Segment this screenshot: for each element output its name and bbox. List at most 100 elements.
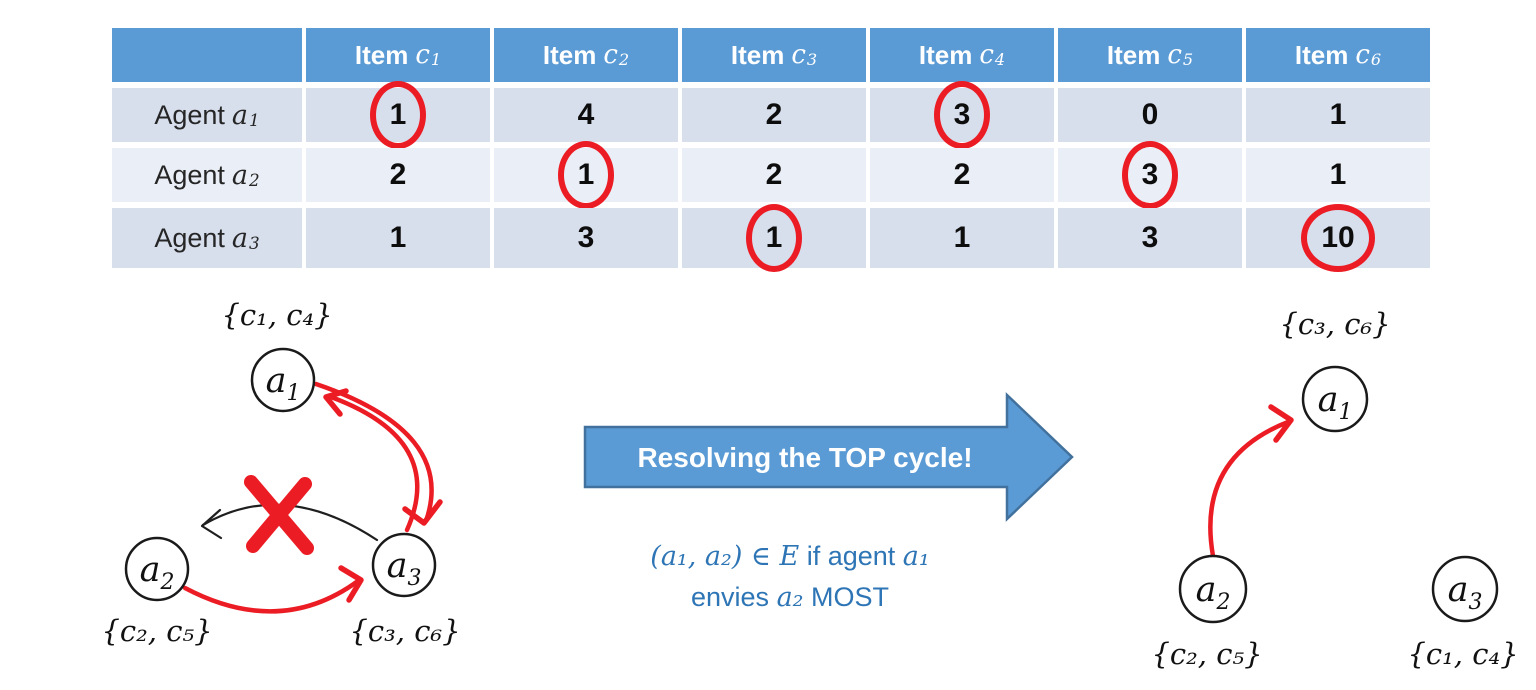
label-part: c bbox=[1355, 40, 1370, 70]
alloc-label-a2: {c₂, c₅} bbox=[1151, 637, 1262, 671]
node-a1-label: a1 bbox=[266, 361, 301, 406]
node-a3-label: a3 bbox=[1448, 570, 1483, 615]
cell-value: 1 bbox=[765, 221, 783, 254]
node-a3 bbox=[1431, 555, 1499, 623]
value-cell-circled: 3 bbox=[1058, 148, 1242, 202]
node-a3-label: a3 bbox=[387, 546, 422, 591]
banner-label: Resolving the TOP cycle! bbox=[637, 442, 972, 473]
envy-graph-after: a1 a2 a3 {c₃, c₆} {c₂, c₅} {c₁, c₄} bbox=[1151, 307, 1518, 671]
cell-value: 4 bbox=[577, 98, 595, 131]
value-cell-circled: 3 bbox=[870, 88, 1054, 142]
edge-a3-a1 bbox=[328, 394, 420, 533]
note-math-a1: a₁ bbox=[902, 541, 930, 572]
value-cell: 0 bbox=[1058, 88, 1242, 142]
cell-value: 1 bbox=[389, 221, 407, 254]
label-part: 1 bbox=[249, 110, 260, 131]
value-cell-circled: 1 bbox=[682, 208, 866, 268]
value-cell: 1 bbox=[870, 208, 1054, 268]
label-part: Item bbox=[1106, 39, 1161, 70]
crossed-out-x-icon bbox=[244, 475, 314, 555]
note-text-3: MOST bbox=[803, 582, 889, 612]
node-a2 bbox=[124, 536, 190, 602]
label-part: Item bbox=[542, 39, 597, 70]
cell-value: 2 bbox=[389, 158, 407, 191]
label-part: a bbox=[231, 159, 248, 191]
label-part: Agent bbox=[154, 99, 225, 130]
label-part: Item bbox=[1294, 39, 1349, 70]
alloc-label-a3: {c₃, c₆} bbox=[349, 614, 460, 648]
label-part: c bbox=[979, 40, 994, 70]
label-part: 3 bbox=[249, 233, 260, 254]
value-cell: 4 bbox=[494, 88, 678, 142]
edge-a2-a3 bbox=[182, 578, 361, 614]
edge-a3-a2-arrowhead bbox=[200, 508, 223, 540]
value-cell: 2 bbox=[682, 148, 866, 202]
value-cell: 3 bbox=[494, 208, 678, 268]
label-part: 2 bbox=[618, 50, 630, 70]
cell-value: 3 bbox=[1141, 158, 1159, 191]
label-part: Agent bbox=[154, 159, 225, 190]
node-a1 bbox=[1301, 365, 1369, 433]
node-a1-label: a1 bbox=[1318, 380, 1353, 425]
value-cell: 1 bbox=[1246, 88, 1430, 142]
cell-value: 2 bbox=[953, 158, 971, 191]
note-math-pair: (a₁, a₂) ∈ E bbox=[650, 541, 800, 572]
label-part: a bbox=[231, 99, 248, 131]
cell-value: 1 bbox=[1329, 98, 1347, 131]
label-part: 1 bbox=[430, 50, 442, 70]
alloc-label-a1: {c₁, c₄} bbox=[221, 298, 332, 332]
envy-graph-before: a1 a2 a3 {c₁, c₄} {c₂, c₅} {c₃, c₆} bbox=[101, 298, 460, 648]
cell-value: 1 bbox=[953, 221, 971, 254]
edge-a2-a1-arrowhead bbox=[1268, 404, 1294, 443]
note-text-1: if agent bbox=[799, 541, 903, 571]
label-part: 4 bbox=[994, 50, 1006, 70]
cell-value: 0 bbox=[1141, 98, 1159, 131]
alloc-label-a1: {c₃, c₆} bbox=[1279, 307, 1390, 341]
label-part: a bbox=[231, 222, 248, 254]
value-cell: 1 bbox=[1246, 148, 1430, 202]
label-part: 5 bbox=[1182, 50, 1194, 70]
label-part: Agent bbox=[154, 222, 225, 253]
alloc-label-a2: {c₂, c₅} bbox=[101, 614, 212, 648]
value-cell: 3 bbox=[1058, 208, 1242, 268]
note-math-a2: a₂ bbox=[776, 582, 804, 613]
node-a2 bbox=[1178, 554, 1248, 624]
cell-value: 1 bbox=[389, 98, 407, 131]
value-cell-circled: 10 bbox=[1246, 208, 1430, 268]
cell-value: 2 bbox=[765, 158, 783, 191]
cell-value: 10 bbox=[1321, 221, 1355, 254]
label-part: 6 bbox=[1370, 50, 1382, 70]
label-part: Item bbox=[354, 39, 409, 70]
label-part: 3 bbox=[806, 50, 818, 70]
value-cell-circled: 1 bbox=[306, 88, 490, 142]
process-arrow-banner: Resolving the TOP cycle! bbox=[583, 392, 1074, 522]
node-a3 bbox=[371, 532, 437, 598]
value-cell: 2 bbox=[306, 148, 490, 202]
label-part: c bbox=[1167, 40, 1182, 70]
cell-value: 1 bbox=[577, 158, 595, 191]
edge-a3-a1-arrowhead bbox=[323, 388, 349, 417]
edge-a2-a1 bbox=[1208, 419, 1291, 559]
right-arrow-shape bbox=[583, 392, 1074, 522]
node-a2-label: a2 bbox=[140, 550, 175, 595]
label-part: Item bbox=[918, 39, 973, 70]
label-part: c bbox=[415, 40, 430, 70]
cell-value: 3 bbox=[953, 98, 971, 131]
note-text-2: envies bbox=[691, 582, 777, 612]
edge-definition-note: (a₁, a₂) ∈ E if agent a₁ envies a₂ MOST bbox=[575, 536, 1005, 618]
edge-a1-a3 bbox=[313, 381, 434, 524]
value-cell-circled: 1 bbox=[494, 148, 678, 202]
alloc-label-a3: {c₁, c₄} bbox=[1407, 637, 1518, 671]
label-part: c bbox=[603, 40, 618, 70]
node-a1 bbox=[250, 347, 316, 413]
